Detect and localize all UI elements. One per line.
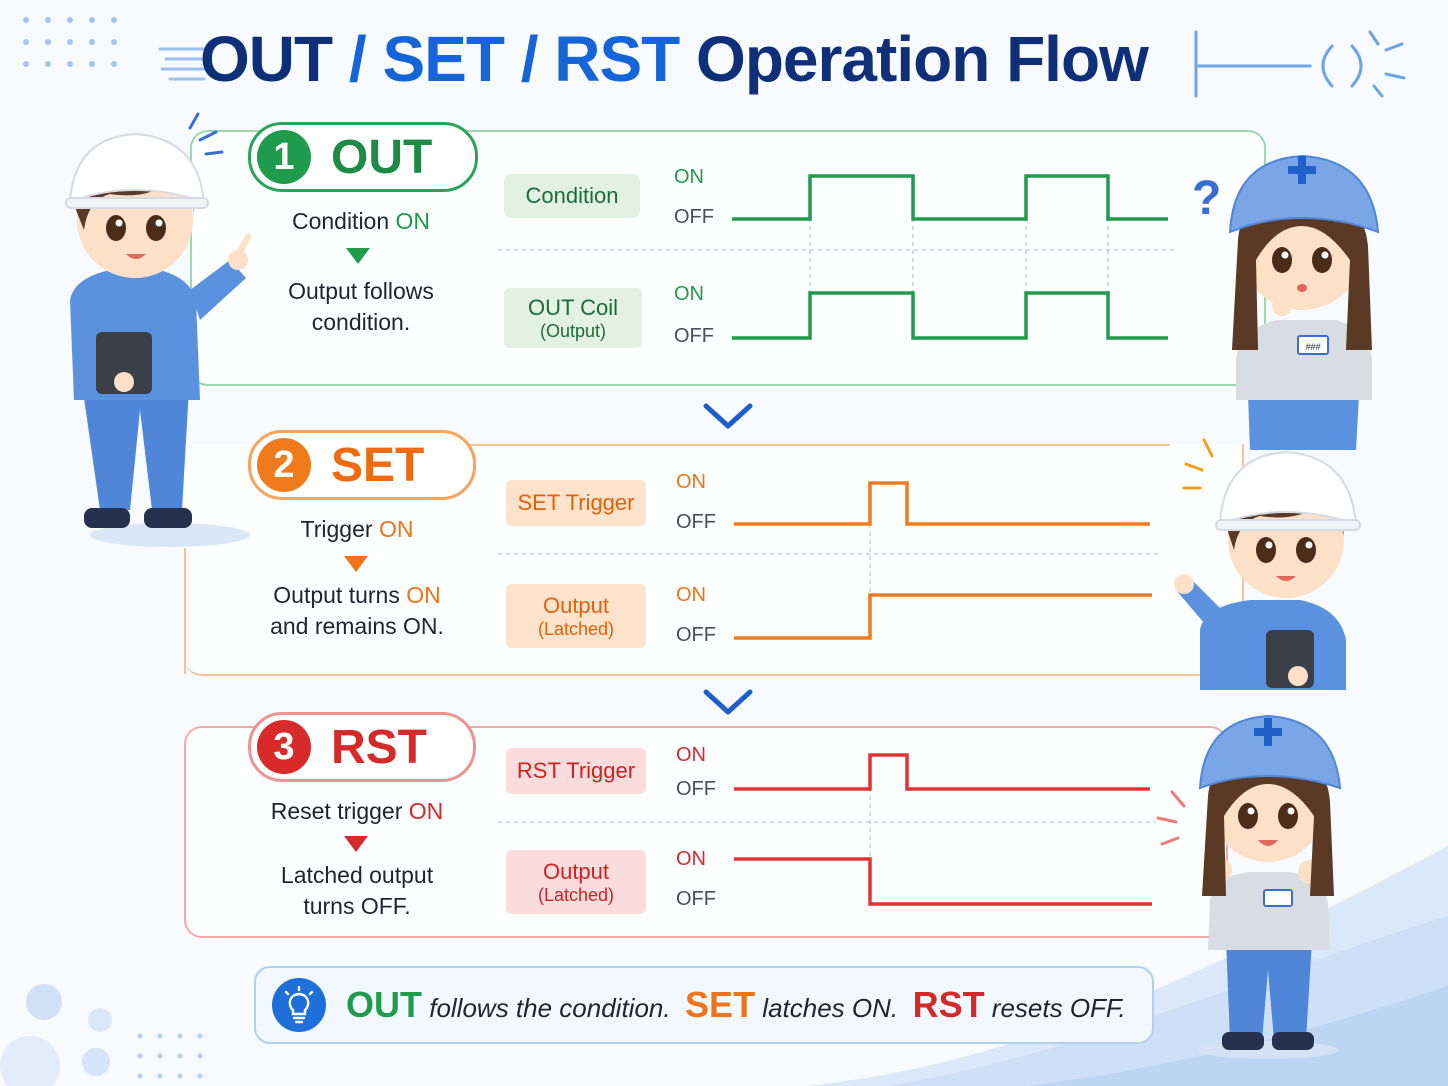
set-desc-a-highlight: ON [378,516,414,542]
condition-waveform [732,174,1168,221]
summary-tip-box: OUT follows the condition. SET latches O… [254,966,1154,1044]
coil-symbol-icon [1194,30,1406,98]
out-coil-label-text: OUT Coil [527,294,619,320]
summary-text: OUT follows the condition. SET latches O… [346,984,1126,1026]
worker-boy-pointing-illustration [65,112,251,547]
set-output-label-text: Output [542,592,610,618]
out-flow-arrow [346,248,370,264]
set-section-badge: 2 SET [248,430,476,500]
set-output-off-label: OFF [676,624,716,646]
set-trigger-on-label: ON [676,471,706,493]
set-description-trigger: Trigger ON [252,514,462,545]
condition-off-label: OFF [674,206,714,228]
worker-boy-clipboard-illustration [1174,438,1361,690]
out-coil-off-label: OFF [674,325,714,347]
rst-trigger-label-text: RST Trigger [516,758,636,783]
summary-rst-key: RST [912,984,985,1025]
set-trigger-waveform [734,481,1150,526]
set-panel-left-border [184,548,186,674]
out-coil-label-sub: (Output) [539,320,607,341]
summary-out-text: follows the condition. [422,993,671,1023]
worker-girl-thinking-illustration: ? ### [1192,154,1380,450]
out-coil-on-label: ON [674,283,704,305]
summary-set-key: SET [685,984,756,1025]
condition-label-text: Condition [525,183,619,208]
rst-desc-b-text: Latched output [280,862,434,888]
out-desc-a-text: Condition [291,208,396,234]
dot-grid-top-left [23,17,117,67]
set-step-number: 2 [257,438,311,492]
set-trigger-label-text: SET Trigger [517,490,635,515]
out-step-number: 1 [257,130,311,184]
set-trigger-signal-label: SET Trigger [506,480,646,526]
out-coil-signal-label: OUT Coil (Output) [504,288,642,348]
rst-section-badge: 3 RST [248,712,476,782]
rst-output-waveform [734,857,1152,906]
set-panel-top-border [460,444,1170,446]
rst-step-number: 3 [257,720,311,774]
title-set: SET [382,23,504,95]
set-output-waveform [734,593,1152,640]
set-trigger-off-label: OFF [676,511,716,533]
chevron-down-icon [703,403,753,429]
condition-signal-label: Condition [504,174,640,218]
condition-on-label: ON [674,166,704,188]
out-section-badge: 1 OUT [248,122,478,192]
rst-description-trigger: Reset trigger ON [252,796,462,827]
set-output-label-sub: (Latched) [537,618,615,639]
rst-output-on-label: ON [676,848,706,870]
title-rest: Operation Flow [679,23,1149,95]
set-desc-b-highlight: ON [406,582,441,608]
rst-output-off-label: OFF [676,888,716,910]
summary-rst-text: resets OFF. [984,993,1126,1023]
set-desc-a-text: Trigger [300,516,379,542]
title-rst: RST [554,23,680,95]
worker-girl-cheering-illustration [1156,714,1342,1059]
set-flow-arrow [344,556,368,572]
title-out: OUT [200,23,333,95]
page-title: OUT / SET / RST Operation Flow [200,22,1149,102]
name-badge-text: ### [1305,342,1320,352]
speed-lines-icon [158,47,206,81]
out-desc-b-text: Output follows [288,278,434,304]
set-output-on-label: ON [676,584,706,606]
lightbulb-icon [272,978,326,1032]
rst-desc-a-text: Reset trigger [270,798,409,824]
chevron-down-icon-2 [703,689,753,715]
rst-trigger-on-label: ON [676,744,706,766]
set-step-name: SET [331,438,425,492]
rst-description-result: Latched output turns OFF. [252,860,462,922]
rst-trigger-off-label: OFF [676,778,716,800]
out-description-result: Output follows condition. [256,276,466,338]
out-step-name: OUT [331,130,433,184]
bubbles-bottom-left [0,984,203,1086]
question-mark-icon: ? [1192,172,1221,225]
rst-trigger-signal-label: RST Trigger [506,748,646,794]
rst-output-label-text: Output [542,858,610,884]
out-description-condition: Condition ON [256,206,466,237]
title-sep-2: / [503,23,555,95]
out-coil-waveform [732,291,1168,340]
title-sep-1: / [332,23,383,95]
summary-out-key: OUT [346,984,422,1025]
rst-flow-arrow [344,836,368,852]
rst-desc-a-highlight: ON [408,798,444,824]
rst-output-label-sub: (Latched) [537,884,615,905]
rst-trigger-waveform [734,753,1150,791]
out-desc-b-post: condition. [311,309,411,335]
rst-desc-b-post: turns OFF. [303,893,411,919]
summary-set-text: latches ON. [755,993,899,1023]
out-desc-a-highlight: ON [395,208,431,234]
rst-output-signal-label: Output (Latched) [506,850,646,914]
rst-step-name: RST [331,720,427,774]
set-desc-b-text: Output turns [273,582,407,608]
set-output-signal-label: Output (Latched) [506,584,646,648]
set-desc-b-post: and remains ON. [270,613,444,639]
set-description-result: Output turns ON and remains ON. [252,580,462,642]
